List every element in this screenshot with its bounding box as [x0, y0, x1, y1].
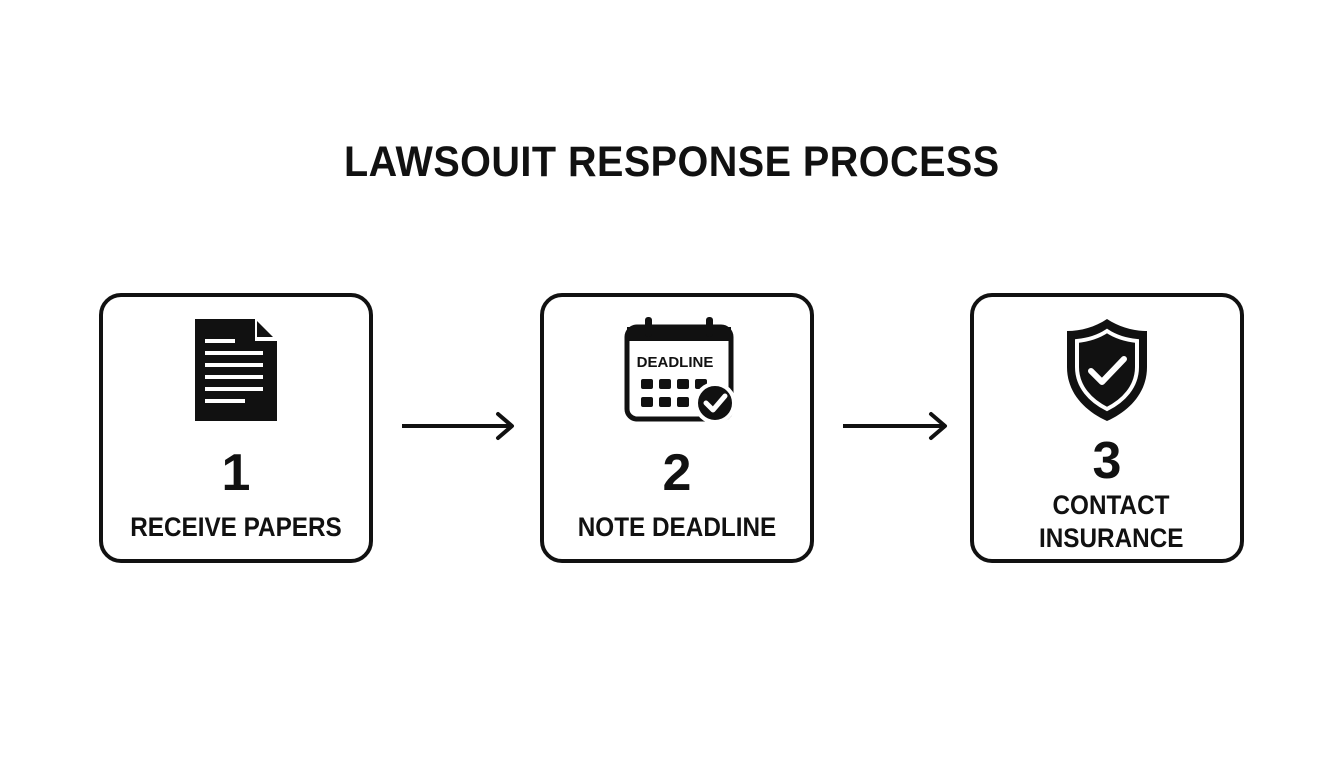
step-number: 2 [662, 444, 692, 502]
diagram-title: LAWSOUIT RESPONSE PROCESS [344, 138, 1000, 186]
step-card-receive-papers: 1 RECEIVE PAPERS [99, 293, 373, 563]
step-label: NOTE DEADLINE [577, 512, 777, 542]
arrow-right-icon [843, 412, 947, 440]
calendar-check-icon: DEADLINE [624, 317, 736, 424]
step-number: 1 [221, 444, 251, 502]
step-label: CONTACT INSURANCE [1039, 490, 1184, 553]
calendar-deadline-text: DEADLINE [637, 354, 714, 371]
document-icon [195, 315, 281, 421]
shield-check-icon [1067, 319, 1147, 421]
step-card-note-deadline: DEADLINE 2 NOTE DEADLINE [540, 293, 814, 563]
arrow-right-icon [402, 412, 514, 440]
step-number: 3 [1092, 432, 1122, 490]
step-card-contact-insurance: 3 CONTACT INSURANCE [970, 293, 1244, 563]
step-label: RECEIVE PAPERS [130, 512, 342, 542]
